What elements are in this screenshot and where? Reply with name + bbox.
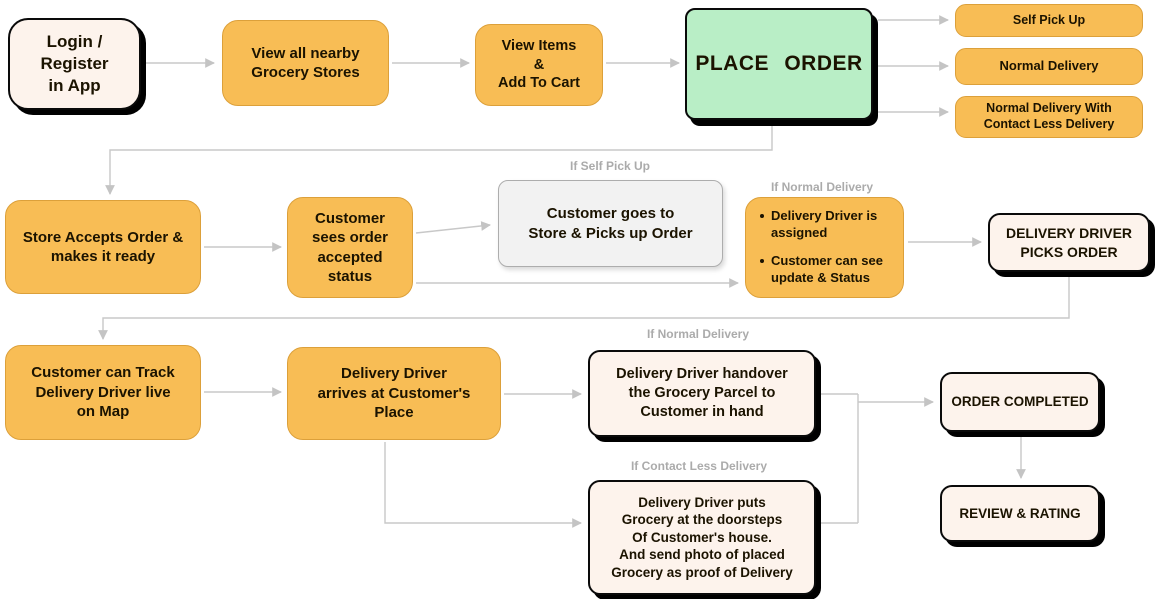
node-doorstep-delivery: Delivery Driver puts Grocery at the door… (588, 480, 816, 595)
node-self-pick-up: Self Pick Up (955, 4, 1143, 37)
edge-label-if-contactless: If Contact Less Delivery (630, 459, 768, 473)
bullet-item: Delivery Driver is assigned (760, 208, 891, 242)
bullet-text: Customer can see update & Status (771, 253, 883, 285)
bullet-item: Customer can see update & Status (760, 253, 891, 287)
edge-label-if-normal-delivery-2: If Normal Delivery (646, 327, 750, 341)
node-customer-pickup-at-store: Customer goes to Store & Picks up Order (498, 180, 723, 267)
node-normal-delivery: Normal Delivery (955, 48, 1143, 85)
node-view-stores: View all nearby Grocery Stores (222, 20, 389, 106)
node-contactless-delivery: Normal Delivery With Contact Less Delive… (955, 96, 1143, 138)
node-review-rating: REVIEW & RATING (940, 485, 1100, 542)
bullet-text: Delivery Driver is assigned (771, 208, 878, 241)
node-login-register: Login / Register in App (8, 18, 141, 110)
bullet-icon (760, 259, 764, 263)
node-view-items-add-to-cart: View Items & Add To Cart (475, 24, 603, 106)
bullet-icon (760, 214, 764, 219)
node-store-accepts-order: Store Accepts Order & makes it ready (5, 200, 201, 294)
node-track-driver-on-map: Customer can Track Delivery Driver live … (5, 345, 201, 440)
node-customer-sees-status: Customer sees order accepted status (287, 197, 413, 298)
edge-label-if-self-pick-up: If Self Pick Up (569, 159, 651, 173)
node-driver-arrives: Delivery Driver arrives at Customer's Pl… (287, 347, 501, 440)
node-place-order: PLACE ORDER (685, 8, 873, 120)
node-driver-picks-order: DELIVERY DRIVER PICKS ORDER (988, 213, 1150, 272)
edge-label-if-normal-delivery-1: If Normal Delivery (770, 180, 874, 194)
node-handover-in-hand: Delivery Driver handover the Grocery Par… (588, 350, 816, 437)
node-order-completed: ORDER COMPLETED (940, 372, 1100, 432)
node-driver-assigned-status: Delivery Driver is assigned Customer can… (745, 197, 904, 298)
